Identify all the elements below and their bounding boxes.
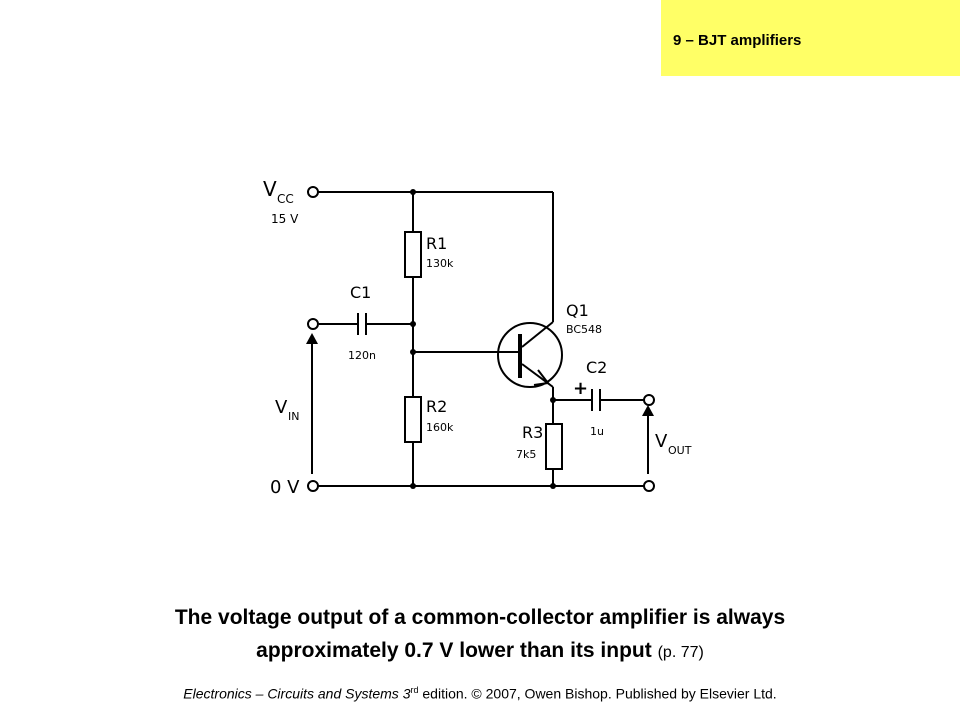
c2-polarity: + (573, 378, 588, 399)
junction-dot (550, 397, 556, 403)
r2-value: 160k (426, 421, 454, 434)
q1-name: Q1 (566, 301, 589, 320)
vin-label: V (275, 397, 288, 418)
source-credit: Electronics – Circuits and Systems 3rd e… (0, 685, 960, 702)
c2-value: 1u (590, 425, 604, 438)
junction-dot (410, 189, 416, 195)
q1-type: BC548 (566, 323, 602, 336)
input-terminal (307, 318, 319, 330)
chapter-label: 9 – BJT amplifiers (673, 32, 802, 49)
c1-name: C1 (350, 283, 371, 302)
r3-resistor (545, 423, 563, 470)
r1-resistor (404, 231, 422, 278)
slide-caption: The voltage output of a common-collector… (0, 601, 960, 669)
q1-transistor-body (497, 322, 563, 388)
junction-dot (550, 483, 556, 489)
caption-line-2: approximately 0.7 V lower than its input… (0, 634, 960, 669)
vin-subscript: IN (288, 410, 299, 423)
r1-name: R1 (426, 234, 447, 253)
output-terminal (643, 394, 655, 406)
credit-rest: edition. © 2007, Owen Bishop. Published … (418, 685, 777, 702)
r3-value: 7k5 (516, 448, 536, 461)
r3-name: R3 (522, 423, 543, 442)
caption-line-2-text: approximately 0.7 V lower than its input (256, 639, 652, 662)
vout-label: V (655, 431, 668, 452)
output-ground-terminal (643, 480, 655, 492)
vcc-value: 15 V (271, 212, 299, 226)
r2-name: R2 (426, 397, 447, 416)
vout-arrow-head (642, 405, 654, 416)
junction-dot (410, 321, 416, 327)
vout-subscript: OUT (668, 444, 692, 457)
vin-arrow-head (306, 333, 318, 344)
vcc-terminal (307, 186, 319, 198)
vcc-label: V (263, 177, 277, 201)
ground-label: 0 V (270, 477, 300, 498)
page-reference: (p. 77) (657, 644, 704, 661)
ground-terminal (307, 480, 319, 492)
vcc-subscript: CC (277, 192, 294, 206)
r2-resistor (404, 396, 422, 443)
junction-dot (410, 483, 416, 489)
chapter-header: 9 – BJT amplifiers (661, 0, 960, 76)
book-title: Electronics – Circuits and Systems 3 (183, 685, 411, 702)
edition-suffix: rd (410, 685, 419, 695)
r1-value: 130k (426, 257, 454, 270)
c2-name: C2 (586, 358, 607, 377)
caption-line-1: The voltage output of a common-collector… (174, 606, 786, 629)
q1-emitter-arrow (533, 369, 550, 386)
c1-value: 120n (348, 349, 376, 362)
junction-dot (410, 349, 416, 355)
q1-collector-lead (521, 321, 554, 348)
